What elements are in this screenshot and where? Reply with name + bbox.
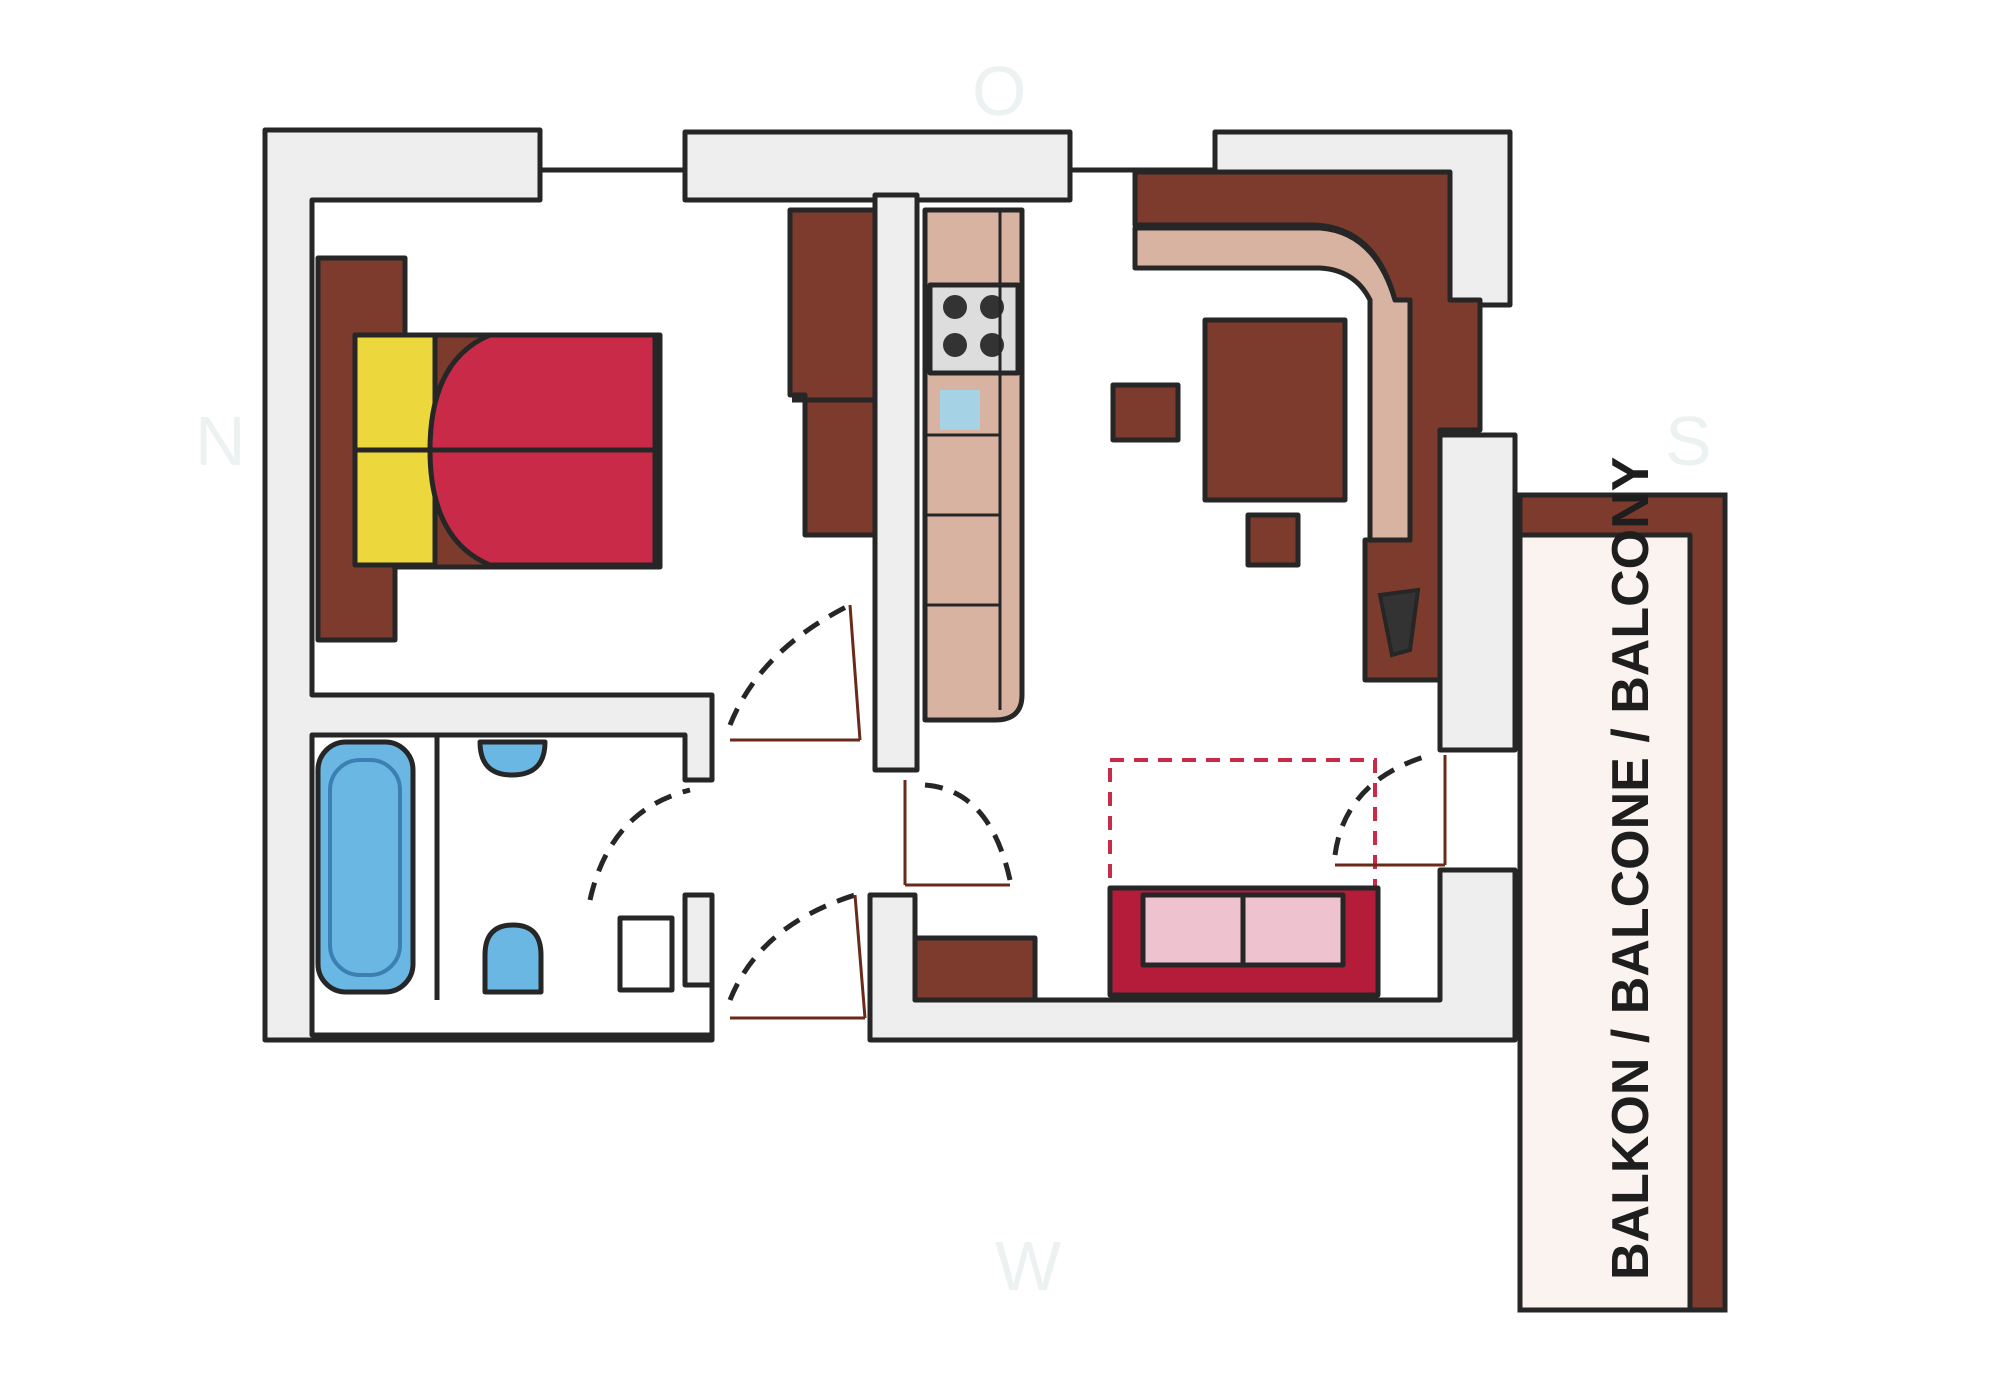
door-entry-arc bbox=[727, 892, 856, 1001]
living-room bbox=[912, 169, 1483, 1003]
washbasin bbox=[477, 739, 548, 778]
compass-west: W bbox=[995, 1227, 1061, 1305]
pillow-bottom bbox=[352, 447, 438, 568]
wall-bedroom-outer bbox=[262, 127, 715, 1043]
bathtub bbox=[315, 739, 416, 995]
wall-right-upper bbox=[1437, 432, 1518, 753]
balcony-label: BALKON / BALCONE / BALCONY bbox=[1602, 457, 1660, 1280]
bath-cabinet bbox=[617, 915, 675, 993]
wall-top-middle bbox=[682, 129, 1073, 203]
kitchen bbox=[922, 207, 1025, 723]
sideboard bbox=[912, 935, 1038, 1003]
toilet bbox=[482, 922, 544, 995]
door-bedroom-frame bbox=[848, 604, 862, 741]
balcony: BALKON / BALCONE / BALCONY bbox=[1517, 457, 1728, 1313]
pillow-top bbox=[352, 332, 438, 453]
fireplace-icon bbox=[1377, 587, 1421, 658]
burner-2 bbox=[980, 295, 1004, 319]
burner-3 bbox=[943, 333, 967, 357]
door-living-arc bbox=[924, 782, 1013, 881]
door-bedroom-arc bbox=[727, 602, 852, 726]
door-balcony-arc bbox=[1332, 752, 1431, 856]
door-entry-frame bbox=[853, 894, 867, 1019]
sofa-cushion-left bbox=[1140, 892, 1246, 968]
stool-left bbox=[1110, 382, 1181, 443]
bathroom bbox=[315, 739, 675, 995]
corner-bench-cushion bbox=[1132, 225, 1413, 543]
sofa-cushion-right bbox=[1240, 892, 1346, 968]
kitchen-sink bbox=[940, 390, 980, 430]
door-bath-arc bbox=[587, 787, 691, 901]
doors bbox=[587, 602, 1447, 1020]
dining-table bbox=[1202, 317, 1348, 503]
compass-south: S bbox=[1665, 402, 1712, 480]
balcony-railing bbox=[1517, 492, 1728, 1313]
bathtub-inner bbox=[328, 758, 402, 977]
bedroom bbox=[315, 207, 878, 643]
cooktop bbox=[927, 282, 1021, 376]
stool-bottom bbox=[1245, 512, 1301, 568]
wall-kitchen-divider bbox=[872, 192, 920, 773]
wardrobe bbox=[787, 207, 878, 538]
wall-living-bottom bbox=[867, 867, 1518, 1043]
compass-east: O bbox=[972, 52, 1026, 130]
tv-area-dashed bbox=[1108, 758, 1377, 892]
burner-4 bbox=[980, 333, 1004, 357]
burner-1 bbox=[943, 295, 967, 319]
compass-north: N bbox=[195, 402, 246, 480]
